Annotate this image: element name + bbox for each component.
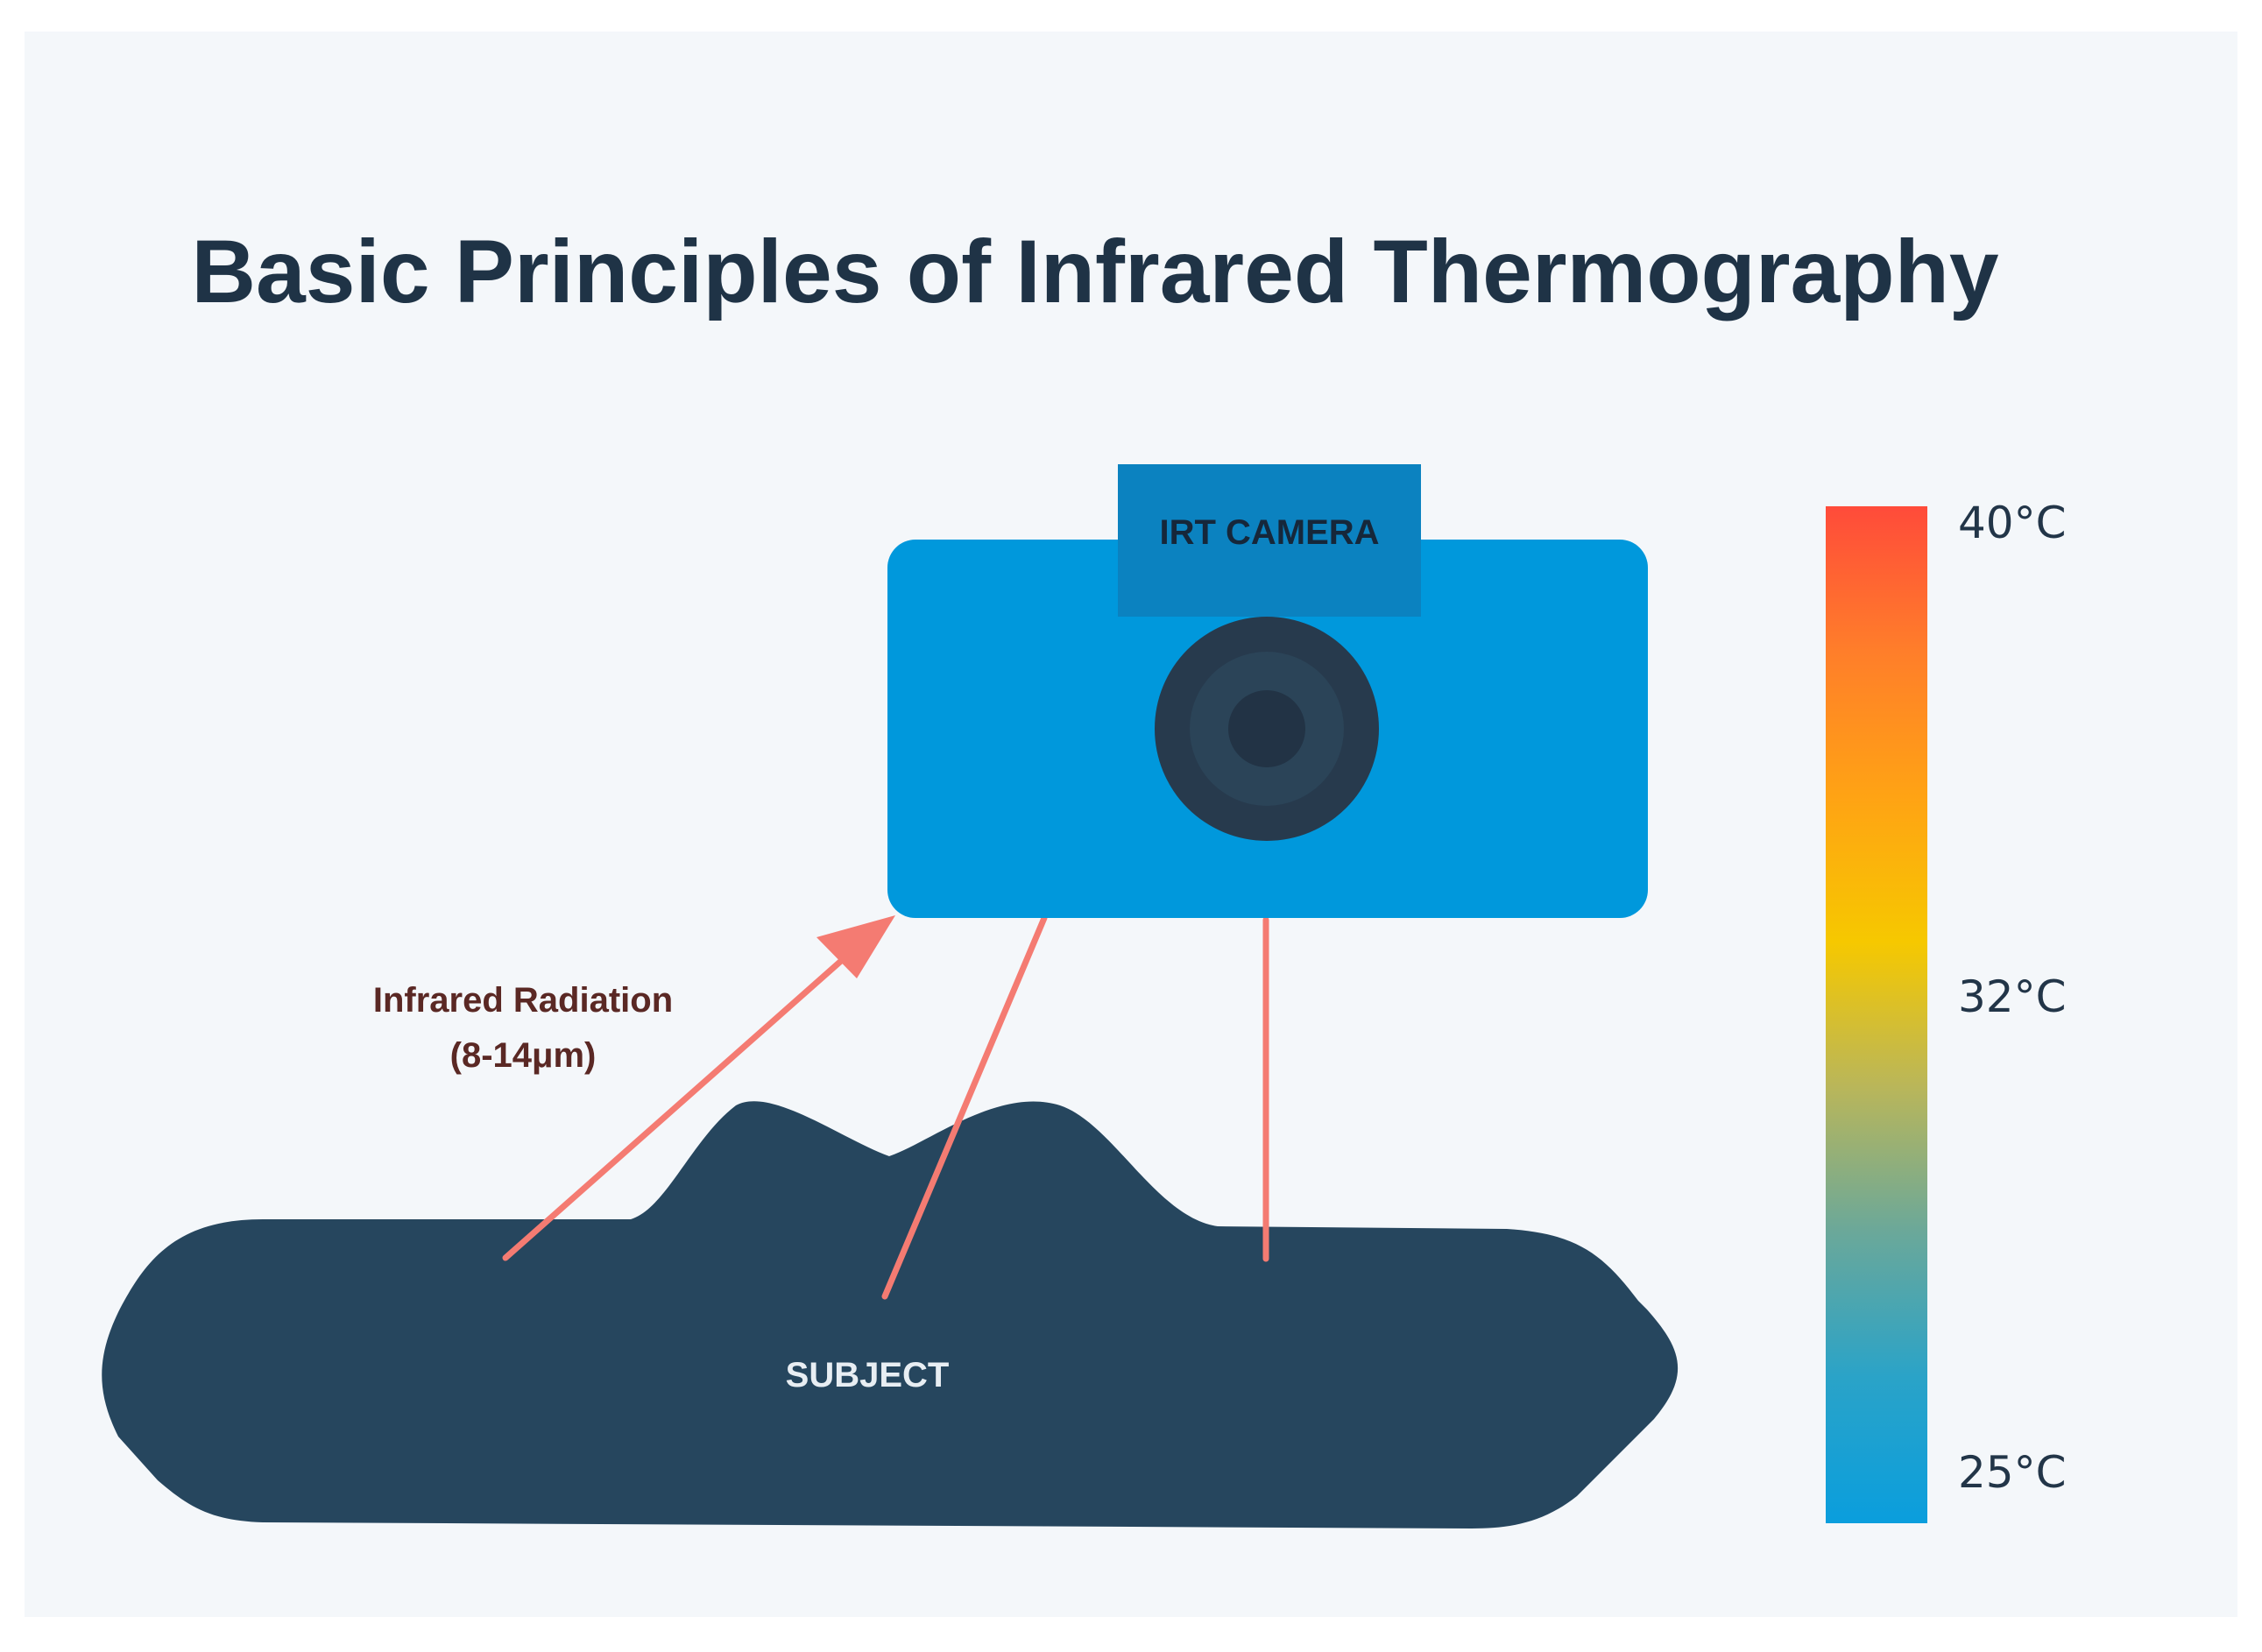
infrared-ray-line-2 [881, 914, 1048, 1300]
diagram-title: Basic Principles of Infrared Thermograph… [191, 222, 1998, 321]
irt-camera: IRT CAMERA [887, 464, 1648, 918]
subject-label: SUBJECT [786, 1356, 950, 1394]
infrared-ray-arrowhead [816, 915, 895, 978]
scale-max-label: 40°C [1958, 498, 2067, 548]
infrared-radiation-label: Infrared Radiation [373, 981, 673, 1020]
camera-label: IRT CAMERA [1159, 513, 1379, 552]
temperature-color-scale [1826, 506, 1927, 1523]
scale-min-label: 25°C [1958, 1447, 2067, 1498]
scale-mid-label: 32°C [1958, 971, 2067, 1022]
camera-top-housing [1118, 464, 1421, 617]
infrared-wavelength-label: (8-14μm) [450, 1036, 597, 1075]
subject-shape [102, 1101, 1679, 1528]
infrared-ray-arrow-line [502, 951, 852, 1261]
camera-lens-center [1228, 690, 1305, 767]
